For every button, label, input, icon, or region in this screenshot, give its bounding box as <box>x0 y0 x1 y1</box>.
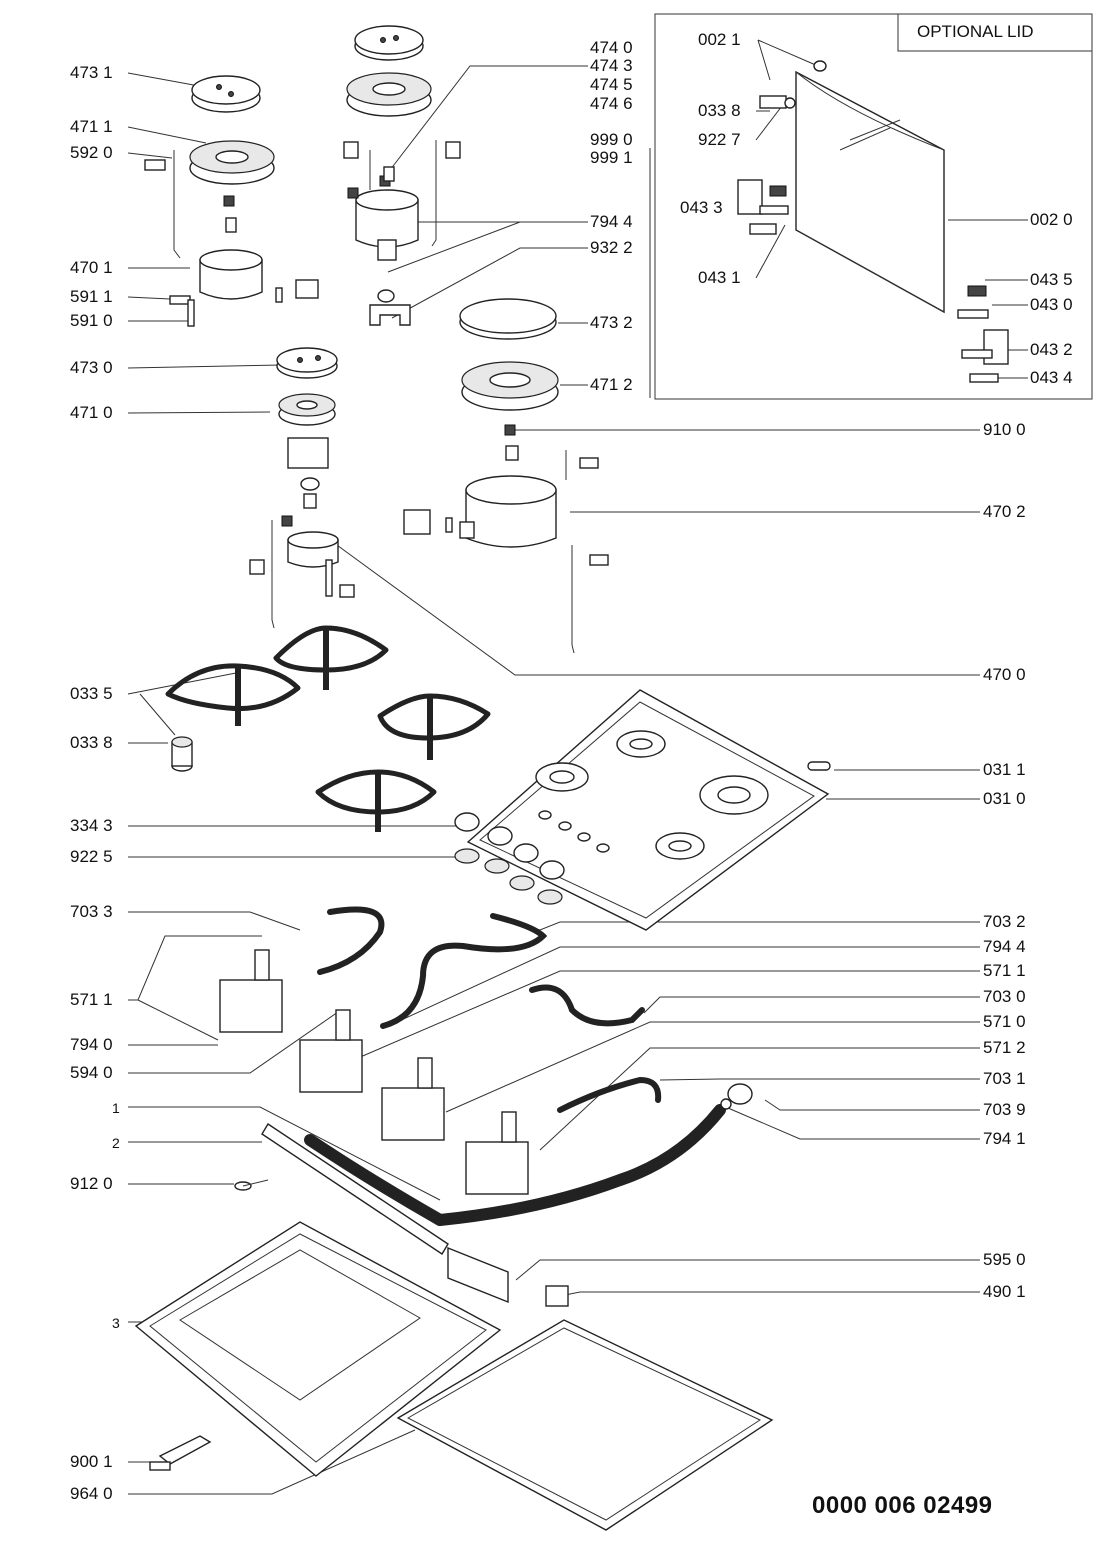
part-label: 033 5 <box>70 684 113 703</box>
part-label: 470 0 <box>983 665 1026 684</box>
part-label: 043 3 <box>680 198 723 217</box>
part-label: 031 1 <box>983 760 1026 779</box>
lid-parts <box>737 60 1009 383</box>
part-label: 794 4 <box>590 212 633 231</box>
part-label: 490 1 <box>983 1282 1026 1301</box>
part-label: 043 5 <box>1030 270 1073 289</box>
part-label: 3 <box>112 1315 120 1331</box>
part-label: 794 1 <box>983 1129 1026 1148</box>
part-label: 703 0 <box>983 987 1026 1006</box>
small-parts <box>144 141 609 598</box>
seal-gasket <box>396 1319 774 1531</box>
part-label: 033 8 <box>698 101 741 120</box>
part-label: 922 7 <box>698 130 741 149</box>
burner-caps <box>191 25 557 379</box>
base-tray <box>134 1221 502 1477</box>
part-label: 571 1 <box>983 961 1026 980</box>
part-label: 571 0 <box>983 1012 1026 1031</box>
part-label: 473 2 <box>590 313 633 332</box>
part-label: 471 1 <box>70 117 113 136</box>
optional-lid-frame <box>654 13 1093 400</box>
part-label: 043 4 <box>1030 368 1073 387</box>
part-label: 474 6 <box>590 94 633 113</box>
part-label: 922 5 <box>70 847 113 866</box>
part-label: 474 3 <box>590 56 633 75</box>
part-label: 703 9 <box>983 1100 1026 1119</box>
part-label: 999 1 <box>590 148 633 167</box>
part-label: 703 3 <box>70 902 113 921</box>
part-label: 470 1 <box>70 258 113 277</box>
part-label: 471 0 <box>70 403 113 422</box>
thermocouples <box>173 140 575 654</box>
part-label: 703 2 <box>983 912 1026 931</box>
part-label: 002 0 <box>1030 210 1073 229</box>
burner-heads <box>189 72 559 426</box>
hob-top <box>466 689 831 931</box>
part-label: 033 8 <box>70 733 113 752</box>
part-label: 043 2 <box>1030 340 1073 359</box>
part-label: 594 0 <box>70 1063 113 1082</box>
part-label: 334 3 <box>70 816 113 835</box>
part-label: 2 <box>112 1135 120 1151</box>
rail-bar <box>234 1123 449 1255</box>
burner-bodies <box>199 189 557 568</box>
part-label: 571 1 <box>70 990 113 1009</box>
pan-supports <box>165 625 491 832</box>
document-number: 0000 006 02499 <box>812 1492 993 1519</box>
optional-lid-title: OPTIONAL LID <box>917 22 1034 41</box>
part-label: 591 0 <box>70 311 113 330</box>
part-label: 910 0 <box>983 420 1026 439</box>
part-label: 964 0 <box>70 1484 113 1503</box>
part-label: 703 1 <box>983 1069 1026 1088</box>
part-label: 473 0 <box>70 358 113 377</box>
part-label: 595 0 <box>983 1250 1026 1269</box>
part-label: 474 0 <box>590 38 633 57</box>
ignition-parts <box>447 1246 569 1307</box>
part-label: 932 2 <box>590 238 633 257</box>
part-label: 571 2 <box>983 1038 1026 1057</box>
part-label: 471 2 <box>590 375 633 394</box>
part-label: 900 1 <box>70 1452 113 1471</box>
part-label: 002 1 <box>698 30 741 49</box>
part-label: 794 0 <box>70 1035 113 1054</box>
part-label: 1 <box>112 1100 120 1116</box>
part-label: 794 4 <box>983 937 1026 956</box>
part-label: 031 0 <box>983 789 1026 808</box>
part-label: 999 0 <box>590 130 633 149</box>
part-label: 473 1 <box>70 63 113 82</box>
part-label: 592 0 <box>70 143 113 162</box>
knob-part <box>171 736 193 772</box>
part-label: 043 1 <box>698 268 741 287</box>
part-label: 474 5 <box>590 75 633 94</box>
part-label: 591 1 <box>70 287 113 306</box>
clamp-part <box>149 1435 212 1471</box>
part-label: 043 0 <box>1030 295 1073 314</box>
part-label: 912 0 <box>70 1174 113 1193</box>
part-label: 470 2 <box>983 502 1026 521</box>
gas-pipes <box>304 906 726 1226</box>
gas-valves <box>219 949 753 1195</box>
knobs <box>454 812 565 905</box>
